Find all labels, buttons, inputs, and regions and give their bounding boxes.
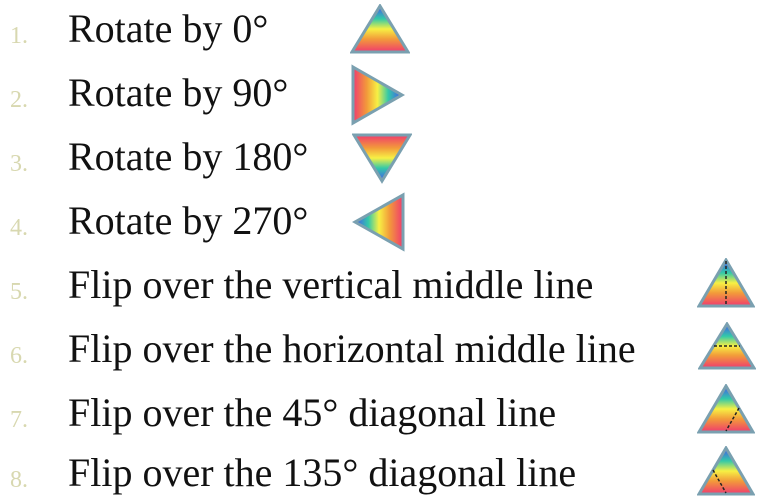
item-label: Flip over the vertical middle line xyxy=(68,262,594,307)
item-label: Rotate by 0° xyxy=(68,6,269,51)
triangle-45-diagonal-icon xyxy=(697,384,755,434)
item-label: Rotate by 90° xyxy=(68,70,289,115)
item-label: Rotate by 180° xyxy=(68,134,309,179)
item-number: 8. xyxy=(10,467,28,493)
item-number: 7. xyxy=(10,407,28,433)
item-number: 5. xyxy=(10,279,28,305)
item-number: 3. xyxy=(10,151,28,177)
triangle-rotated-180-icon xyxy=(352,133,412,184)
item-label: Rotate by 270° xyxy=(68,198,309,243)
item-number: 6. xyxy=(10,343,28,369)
item-number: 2. xyxy=(10,87,28,113)
triangle-vertical-line-icon xyxy=(697,258,755,308)
triangle-rotated-0-icon xyxy=(350,4,410,54)
triangle-rotated-270-icon xyxy=(352,192,405,252)
item-label: Flip over the 135° diagonal line xyxy=(68,450,577,495)
item-label: Flip over the horizontal middle line xyxy=(68,326,636,371)
item-number: 1. xyxy=(10,23,28,49)
item-number: 4. xyxy=(10,215,28,241)
item-label: Flip over the 45° diagonal line xyxy=(68,390,557,435)
triangle-rotated-90-icon xyxy=(351,64,406,126)
triangle-horizontal-line-icon xyxy=(698,322,756,370)
triangle-135-diagonal-icon xyxy=(697,446,755,496)
